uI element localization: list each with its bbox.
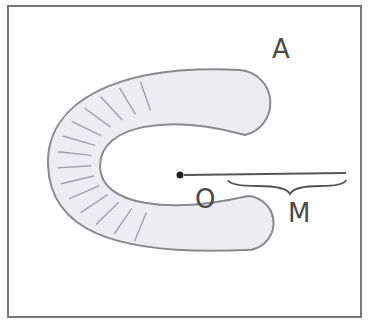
segment-line [61,176,94,184]
c-shaped-band [48,69,274,250]
radius-line [184,173,346,175]
segment-line [72,121,102,136]
segment-line [114,208,132,234]
segment-line [135,213,147,241]
segment-line [81,194,108,212]
segment-line [101,97,122,120]
band-segments [57,82,150,241]
segment-line [69,186,100,199]
segment-line [85,108,111,127]
frame-border [8,6,361,317]
segment-line [96,202,119,224]
region-label: A [272,36,290,62]
center-label: O [195,186,215,212]
segment-line [63,136,95,145]
length-label: M [288,200,310,226]
segment-line [141,82,151,111]
brace [228,180,346,194]
segment-line [57,166,91,168]
segment-line [58,152,92,156]
segment-line [120,88,136,114]
center-dot [177,172,184,179]
